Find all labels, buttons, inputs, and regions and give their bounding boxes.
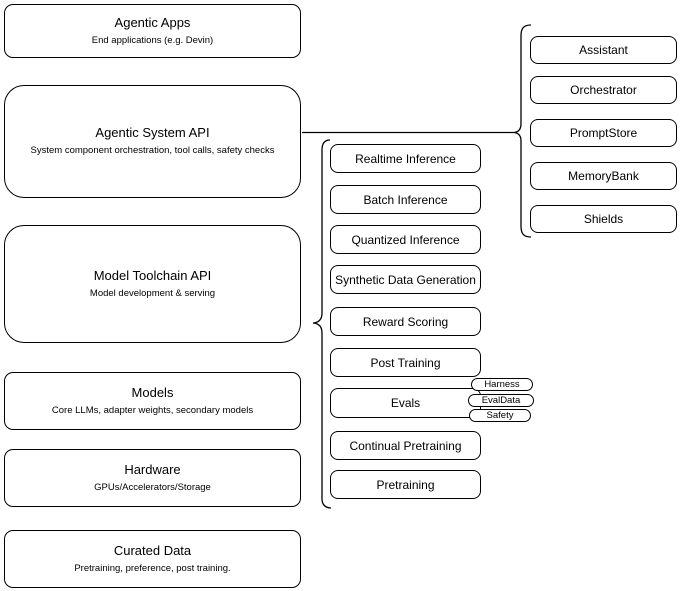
node-subtitle: System component orchestration, tool cal… — [30, 145, 275, 157]
node-title: Curated Data — [113, 542, 192, 558]
node-subtitle: Pretraining, preference, post training. — [74, 562, 231, 574]
node-title: Hardware — [124, 461, 181, 477]
node-label: Post Training — [370, 355, 441, 370]
node-label: Assistant — [579, 43, 628, 57]
node-post-training: Post Training — [330, 348, 481, 377]
node-label: Pretraining — [376, 477, 435, 492]
node-label: PromptStore — [569, 126, 638, 140]
node-title: Agentic System API — [95, 125, 210, 141]
node-synthetic-data-generation: Synthetic Data Generation — [330, 265, 481, 294]
node-curated-data: Curated Data Pretraining, preference, po… — [4, 530, 301, 588]
node-batch-inference: Batch Inference — [330, 185, 481, 214]
pill-label: Safety — [486, 409, 514, 421]
node-subtitle: GPUs/Accelerators/Storage — [94, 481, 211, 493]
node-subtitle: Model development & serving — [89, 287, 216, 299]
node-quantized-inference: Quantized Inference — [330, 225, 481, 254]
node-label: Orchestrator — [570, 83, 637, 97]
node-assistant: Assistant — [530, 36, 677, 64]
node-model-toolchain-api: Model Toolchain API Model development & … — [4, 225, 301, 343]
node-orchestrator: Orchestrator — [530, 76, 677, 104]
node-pretraining: Pretraining — [330, 470, 481, 499]
node-realtime-inference: Realtime Inference — [330, 144, 481, 173]
node-label: Batch Inference — [363, 192, 448, 207]
node-models: Models Core LLMs, adapter weights, secon… — [4, 372, 301, 430]
node-subtitle: End applications (e.g. Devin) — [91, 34, 214, 46]
node-promptstore: PromptStore — [530, 119, 677, 147]
brace-system-components — [513, 24, 532, 238]
node-continual-pretraining: Continual Pretraining — [330, 431, 481, 460]
node-shields: Shields — [530, 205, 677, 233]
node-label: Synthetic Data Generation — [335, 272, 476, 287]
node-title: Model Toolchain API — [93, 267, 212, 283]
node-label: Continual Pretraining — [349, 438, 462, 453]
node-label: MemoryBank — [568, 169, 639, 183]
node-title: Models — [131, 384, 174, 400]
pill-label: EvalData — [481, 394, 521, 406]
node-agentic-system-api: Agentic System API System component orch… — [4, 85, 301, 198]
pill-evaldata: EvalData — [468, 394, 534, 407]
pill-harness: Harness — [471, 378, 533, 391]
node-label: Reward Scoring — [362, 314, 449, 329]
brace-toolchain-components — [312, 139, 332, 509]
node-hardware: Hardware GPUs/Accelerators/Storage — [4, 449, 301, 507]
node-reward-scoring: Reward Scoring — [330, 307, 481, 336]
pill-label: Harness — [484, 378, 520, 390]
node-label: Evals — [390, 396, 421, 410]
node-agentic-apps: Agentic Apps End applications (e.g. Devi… — [4, 4, 301, 58]
node-evals: Evals — [330, 388, 481, 418]
node-memorybank: MemoryBank — [530, 162, 677, 190]
pill-safety: Safety — [469, 409, 531, 422]
node-label: Realtime Inference — [355, 151, 456, 166]
node-label: Shields — [583, 212, 624, 226]
node-title: Agentic Apps — [114, 14, 191, 30]
node-label: Quantized Inference — [351, 232, 460, 247]
node-subtitle: Core LLMs, adapter weights, secondary mo… — [51, 404, 254, 416]
